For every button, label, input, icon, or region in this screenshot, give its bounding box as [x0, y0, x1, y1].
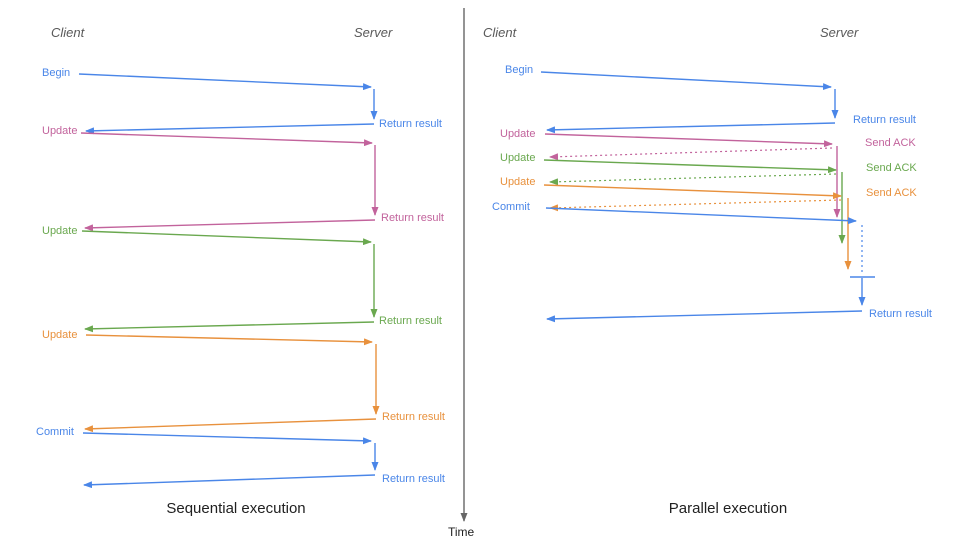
left-return-result-4: Return result: [382, 411, 445, 423]
message-arrow: [85, 123, 375, 135]
left-return-result-3: Return result: [379, 315, 442, 327]
right-return-result-begin: Return result: [853, 114, 916, 126]
message-arrow: [540, 71, 832, 91]
right-send-ack-2: Send ACK: [866, 162, 917, 174]
right-send-ack-3: Send ACK: [866, 187, 917, 199]
left-return-result-2: Return result: [381, 212, 444, 224]
time-axis-label: Time: [448, 525, 475, 539]
right-return-result-commit: Return result: [869, 308, 932, 320]
message-arrow: [545, 207, 857, 225]
right-server-header: Server: [820, 25, 859, 40]
message-arrow: [84, 321, 375, 333]
left-begin-label: Begin: [42, 67, 71, 79]
left-update-1-label: Update: [42, 125, 78, 137]
right-update-3-label: Update: [500, 176, 536, 188]
left-client-header: Client: [51, 25, 85, 40]
left-update-2-label: Update: [42, 225, 78, 237]
message-arrow: [543, 159, 837, 174]
right-update-1-label: Update: [500, 128, 536, 140]
left-commit-label: Commit: [36, 426, 74, 438]
left-return-result-5: Return result: [382, 473, 445, 485]
right-update-2-label: Update: [500, 152, 536, 164]
message-arrow: [83, 474, 376, 489]
left-return-result-1: Return result: [379, 118, 442, 130]
message-arrow: [549, 173, 837, 186]
message-arrow: [81, 230, 372, 246]
message-arrow: [543, 184, 842, 200]
right-commit-label: Commit: [492, 201, 530, 213]
right-caption: Parallel execution: [668, 500, 788, 517]
message-arrow: [85, 334, 373, 346]
message-arrow: [84, 219, 376, 232]
message-arrow: [80, 132, 373, 147]
message-arrow: [82, 432, 372, 445]
message-arrow: [549, 147, 833, 161]
right-client-header: Client: [483, 25, 517, 40]
message-arrow: [546, 310, 863, 323]
message-arrow: [546, 122, 836, 134]
left-server-header: Server: [354, 25, 393, 40]
message-arrow: [549, 199, 842, 212]
right-begin-label: Begin: [505, 64, 534, 76]
message-arrow: [544, 133, 833, 148]
right-send-ack-1: Send ACK: [865, 137, 916, 149]
message-arrow: [84, 418, 377, 433]
left-update-3-label: Update: [42, 329, 78, 341]
message-arrow: [78, 73, 372, 91]
left-caption: Sequential execution: [166, 500, 306, 517]
